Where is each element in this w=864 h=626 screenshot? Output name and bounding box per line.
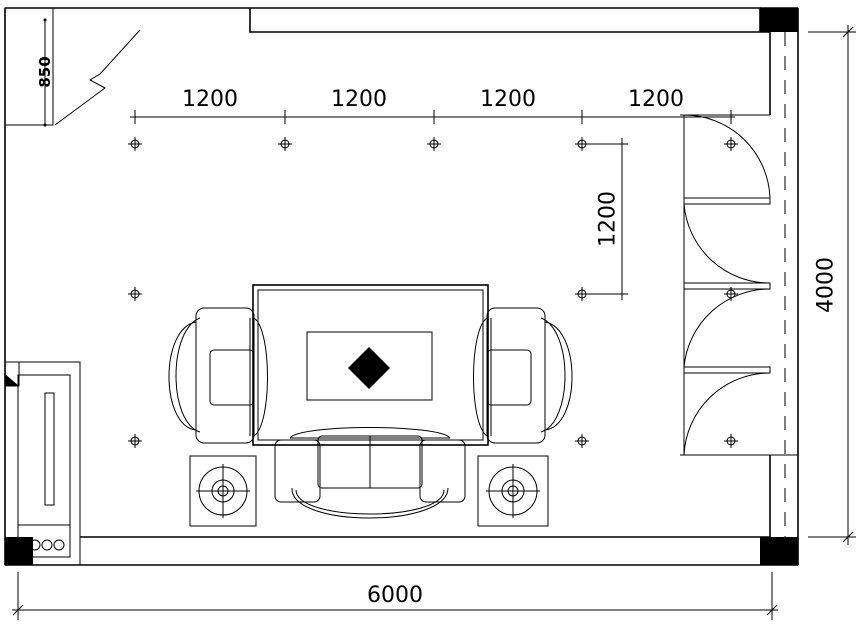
stair-width-label: 850 [36, 56, 54, 87]
diamond-ornament-icon [348, 347, 390, 389]
armchair-right [473, 307, 573, 444]
spot-spacing-label-3: 1200 [480, 87, 536, 112]
ceiling-light-icon [427, 137, 441, 151]
tv-cabinet [4, 361, 81, 566]
doors [683, 114, 771, 456]
ceiling-light-icon [575, 287, 589, 301]
total-depth-label: 4000 [814, 257, 839, 313]
ceiling-light-icon [575, 137, 589, 151]
coffee-table [306, 331, 433, 401]
door-1-icon [683, 114, 771, 205]
ceiling-light-icon [575, 434, 589, 448]
ceiling-lights [128, 137, 738, 448]
column-bottom-right-icon [760, 537, 798, 565]
armchair-left [168, 307, 268, 444]
column-bottom-left-icon [5, 537, 33, 565]
ceiling-light-icon [724, 137, 738, 151]
ceiling-light-icon [128, 137, 142, 151]
sofa [274, 427, 466, 519]
spot-spacing-label-2: 1200 [331, 87, 387, 112]
column-top-right-icon [760, 8, 798, 32]
total-width-dimension: 6000 [12, 572, 778, 620]
vertical-spacing-dimension: 1200 [582, 138, 628, 300]
spot-spacing-label-4: 1200 [628, 87, 684, 112]
total-width-label: 6000 [367, 583, 423, 608]
break-line [54, 29, 141, 126]
speaker-left-icon [189, 455, 257, 527]
door-2-icon [683, 203, 771, 368]
spot-spacing-dimension: 1200 1200 1200 1200 [130, 87, 735, 124]
spot-spacing-label-1: 1200 [182, 87, 238, 112]
speaker-right-icon [477, 455, 549, 527]
switch-icon [5, 374, 19, 386]
ceiling-light-icon [724, 434, 738, 448]
vertical-spacing-label: 1200 [596, 191, 621, 247]
staircase: 850 [4, 7, 141, 127]
ceiling-light-icon [128, 287, 142, 301]
ceiling-light-icon [278, 137, 292, 151]
ceiling-light-icon [128, 434, 142, 448]
door-3-icon [683, 204, 771, 456]
corner-columns [5, 8, 798, 565]
total-depth-dimension: 4000 [808, 25, 856, 545]
